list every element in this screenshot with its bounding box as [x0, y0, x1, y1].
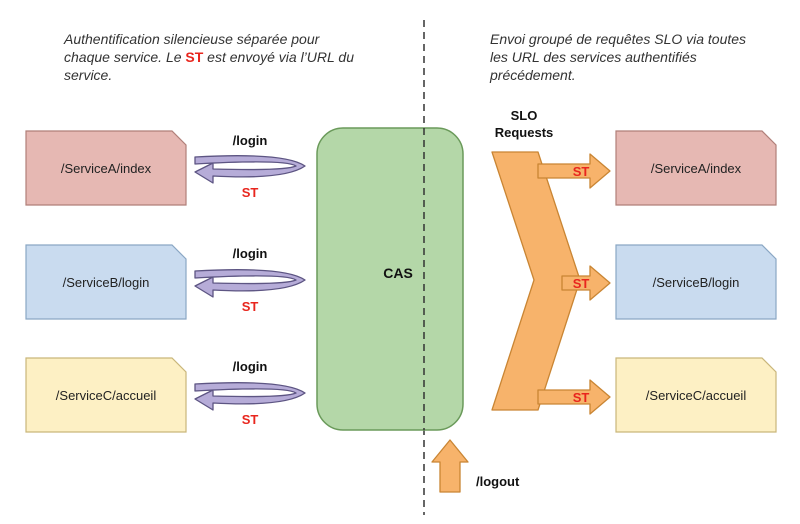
login-label-b: /login [233, 246, 268, 261]
left-caption-st: ST [185, 49, 204, 65]
left-service-a[interactable]: /ServiceA/index [25, 130, 187, 206]
slo-st-label-c: ST [573, 390, 590, 405]
left-service-c[interactable]: /ServiceC/accueil [25, 357, 187, 433]
slo-arrow-a [537, 153, 611, 189]
left-service-b[interactable]: /ServiceB/login [25, 244, 187, 320]
slo-st-label-a: ST [573, 164, 590, 179]
right-caption: Envoi groupé de requêtes SLO via toutes … [490, 31, 747, 83]
right-service-c[interactable]: /ServiceC/accueil [615, 357, 777, 433]
slo-label-line2: Requests [495, 125, 554, 140]
left-caption-part2: est envoyé via l’URL du service. [64, 49, 355, 83]
st-label-c: ST [242, 412, 259, 427]
cas-label: CAS [383, 265, 413, 281]
right-service-a[interactable]: /ServiceA/index [615, 130, 777, 206]
slo-st-label-b: ST [573, 276, 590, 291]
right-service-b[interactable]: /ServiceB/login [615, 244, 777, 320]
logout-label: /logout [476, 474, 520, 489]
st-label-a: ST [242, 185, 259, 200]
st-label-b: ST [242, 299, 259, 314]
swirl-arrow-a [194, 155, 306, 184]
swirl-arrow-b [194, 269, 306, 298]
swirl-arrow-c [194, 382, 306, 411]
left-service-a-label: /ServiceA/index [61, 161, 152, 176]
right-service-a-label: /ServiceA/index [651, 161, 742, 176]
login-label-a: /login [233, 133, 268, 148]
left-caption-part1: Authentification silencieuse séparée pou… [64, 31, 320, 65]
left-service-b-label: /ServiceB/login [63, 275, 150, 290]
slo-arrow-c [537, 379, 611, 415]
slo-label-line1: SLO [511, 108, 538, 123]
right-service-b-label: /ServiceB/login [653, 275, 740, 290]
right-service-c-label: /ServiceC/accueil [646, 388, 747, 403]
slo-chevron [491, 151, 581, 411]
slo-arrow-b [561, 265, 611, 301]
login-label-c: /login [233, 359, 268, 374]
logout-arrow [431, 439, 469, 493]
left-caption: Authentification silencieuse séparée pou… [64, 30, 364, 84]
cas-box [316, 127, 464, 431]
left-service-c-label: /ServiceC/accueil [56, 388, 157, 403]
